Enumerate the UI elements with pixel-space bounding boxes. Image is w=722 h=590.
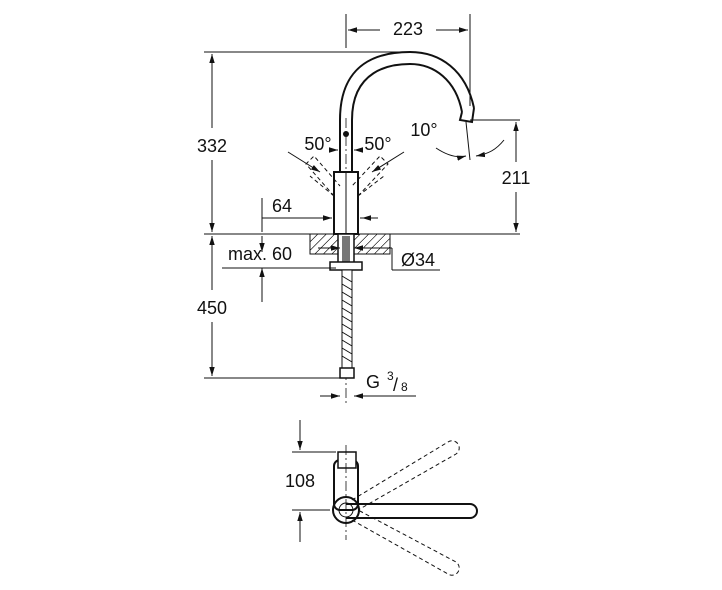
angle-right-label: 50° xyxy=(364,134,391,154)
spout-outer xyxy=(339,50,475,172)
swivel-point xyxy=(343,131,349,137)
side-view: 223 332 50° 50° 10° 211 64 max. 60 xyxy=(197,14,530,405)
handle-swing-right xyxy=(351,155,389,197)
dim-64-label: 64 xyxy=(272,196,292,216)
handle-swing-left xyxy=(305,155,341,197)
top-view: 108 xyxy=(285,420,478,576)
angle-left-label: 50° xyxy=(304,134,331,154)
thread-denominator: 8 xyxy=(401,380,408,394)
dim-108-label: 108 xyxy=(285,471,315,491)
spout-top xyxy=(346,503,478,519)
max-60-label: max. 60 xyxy=(228,244,292,264)
dim-450-label: 450 xyxy=(197,298,227,318)
dim-211-label: 211 xyxy=(502,168,531,188)
thread-numerator: 3 xyxy=(387,369,394,383)
thread-g-label: G xyxy=(366,372,380,392)
hose-fitting xyxy=(339,367,355,379)
handle-swing-right-lower xyxy=(357,175,385,197)
handle-swing-left-lower xyxy=(309,175,335,197)
spout-swing-down xyxy=(351,509,460,576)
fixing-nut xyxy=(329,261,363,271)
angle-spout-label: 10° xyxy=(410,120,437,140)
spout-swing-up xyxy=(351,440,460,511)
handle-top xyxy=(337,451,357,469)
diameter-34-label: Ø34 xyxy=(401,250,435,270)
dim-223-label: 223 xyxy=(393,19,423,39)
spout-tip xyxy=(458,107,475,124)
spout-inner xyxy=(351,62,463,172)
dim-332-label: 332 xyxy=(197,136,227,156)
svg-text:/: / xyxy=(393,375,398,395)
